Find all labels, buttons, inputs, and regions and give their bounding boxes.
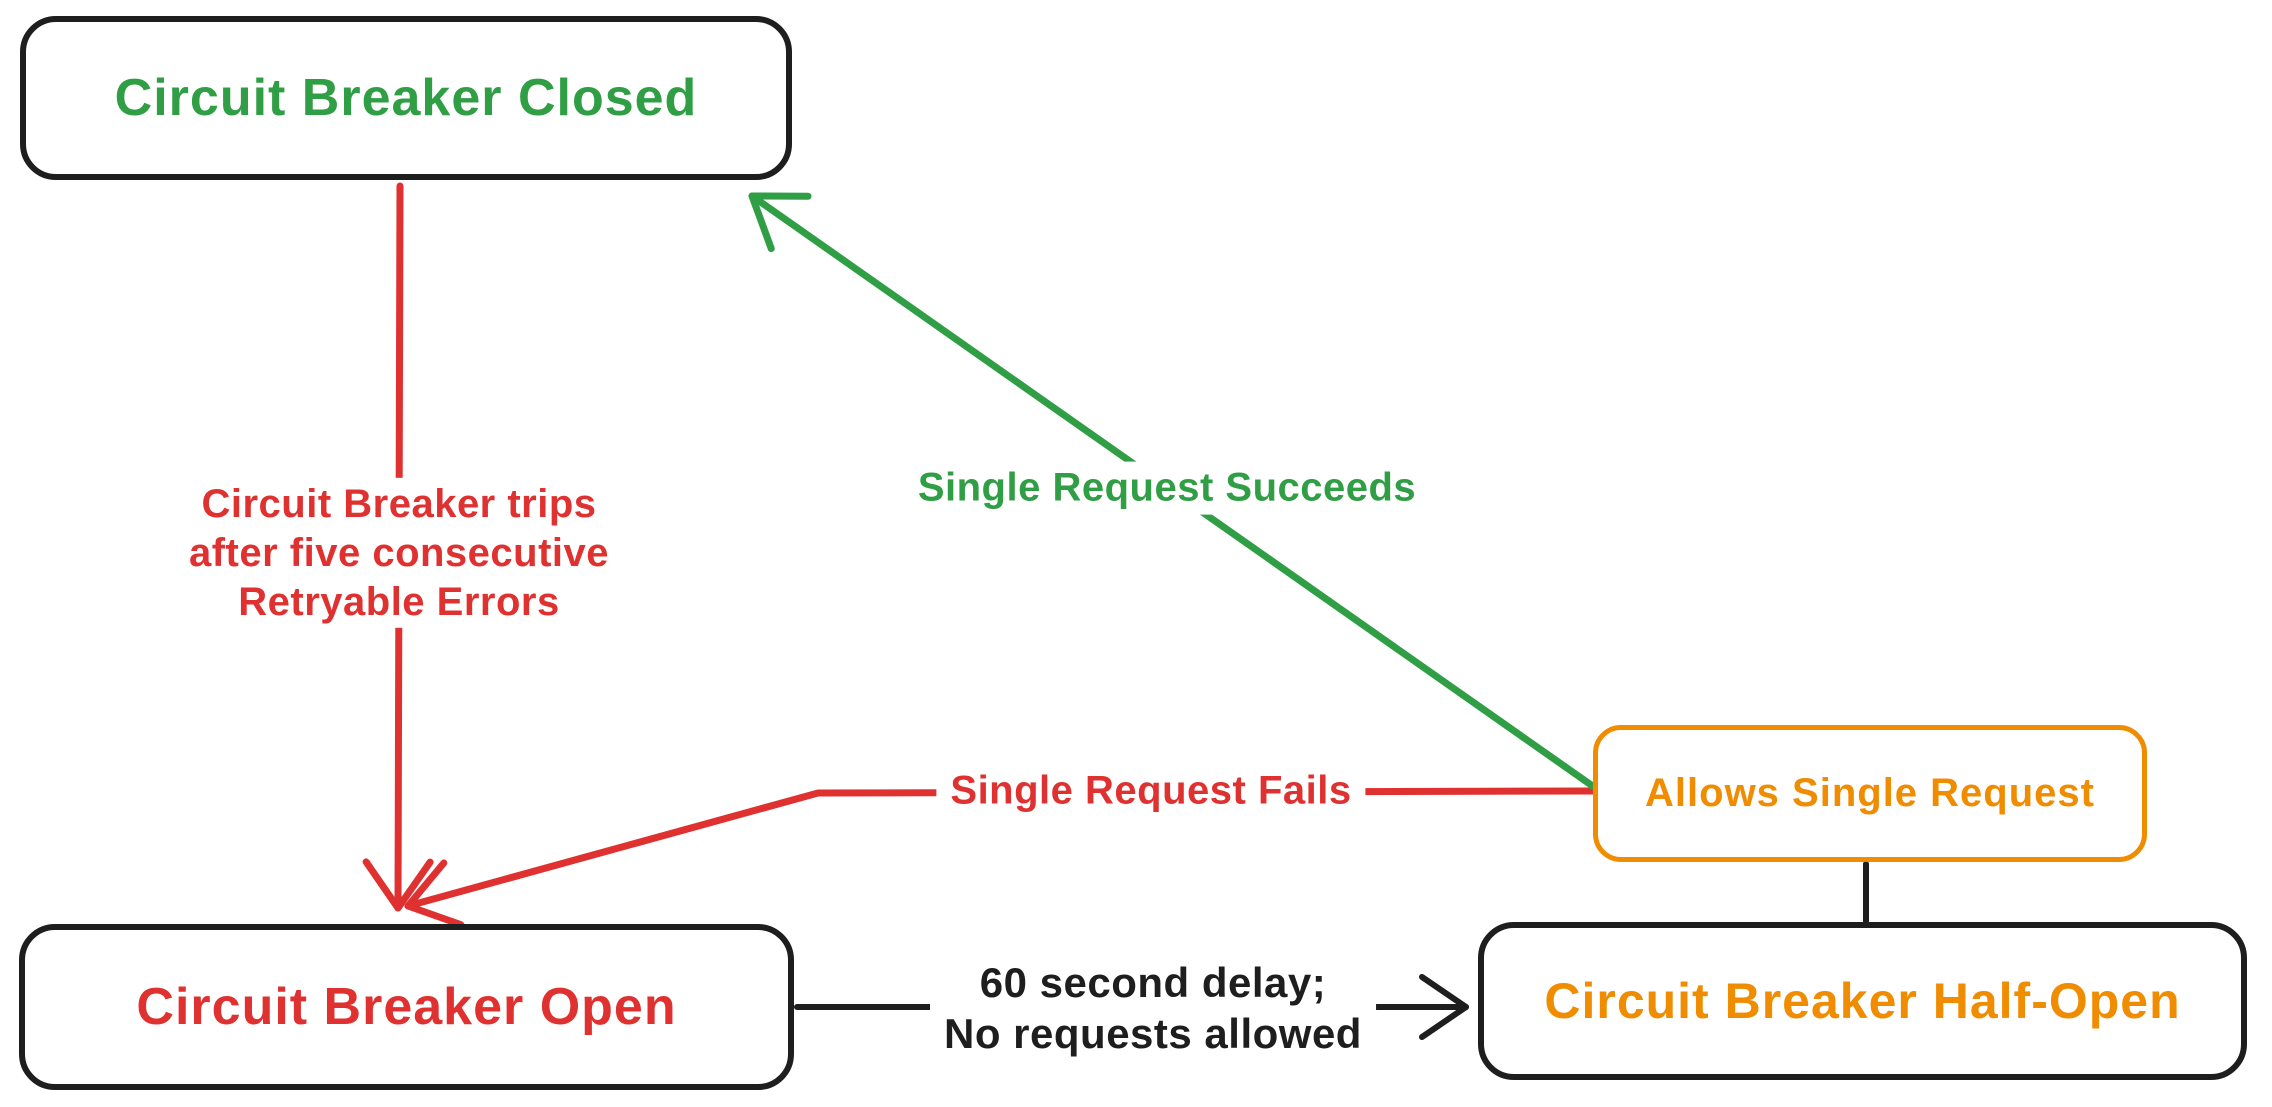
edge-label-delay: 60 second delay; No requests allowed [930,954,1376,1062]
edge-label-trips-line1: Circuit Breaker trips [201,481,597,526]
node-allows-single-request: Allows Single Request [1593,725,2147,862]
edge-label-single-request-fails-text: Single Request Fails [950,768,1352,813]
edge-label-single-request-fails: Single Request Fails [936,764,1366,818]
edge-label-trips-line3: Retryable Errors [238,579,560,624]
node-circuit-breaker-open: Circuit Breaker Open [19,924,794,1090]
node-allows-single-request-label: Allows Single Request [1645,771,2095,815]
node-circuit-breaker-closed: Circuit Breaker Closed [20,16,792,180]
edge-label-delay-line2: No requests allowed [944,1010,1362,1057]
node-circuit-breaker-half-open-label: Circuit Breaker Half-Open [1544,973,2181,1029]
node-circuit-breaker-open-label: Circuit Breaker Open [136,978,677,1036]
node-circuit-breaker-half-open: Circuit Breaker Half-Open [1478,922,2247,1080]
edge-label-delay-line1: 60 second delay; [979,958,1327,1006]
edge-label-trips: Circuit Breaker trips after five consecu… [174,477,624,629]
edge-label-single-request-succeeds: Single Request Succeeds [903,461,1431,515]
edge-label-trips-line2: after five consecutive [188,530,610,575]
edge-label-single-request-succeeds-text: Single Request Succeeds [917,465,1417,510]
node-circuit-breaker-closed-label: Circuit Breaker Closed [114,69,698,127]
